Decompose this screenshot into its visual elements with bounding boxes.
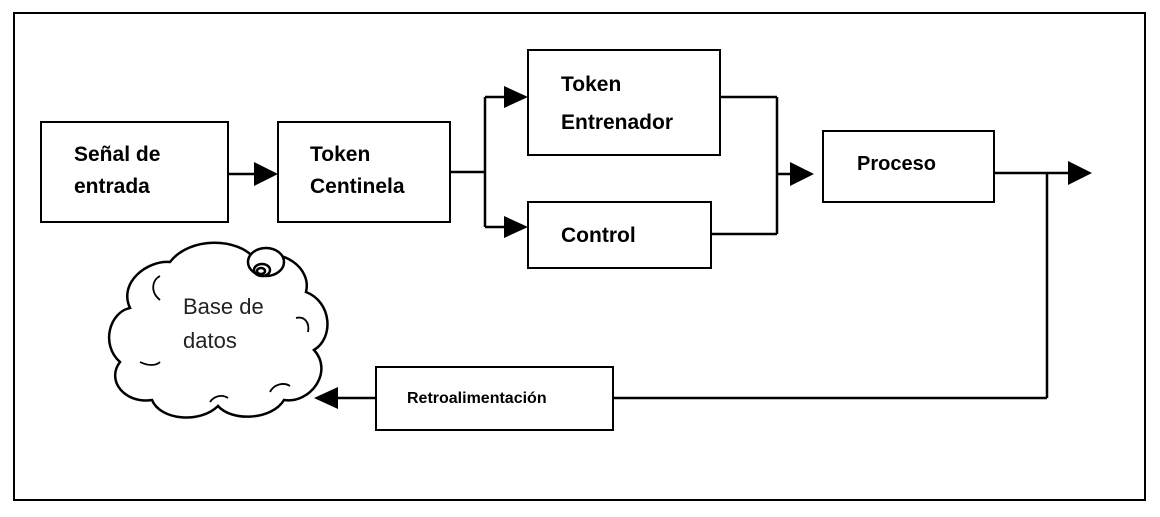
input-signal-label-line2: entrada: [74, 175, 150, 198]
trainer-token-label-line2: Entrenador: [561, 111, 674, 134]
sentinel-token-label-line1: Token: [310, 143, 371, 166]
feedback-box: Retroalimentación: [375, 366, 614, 431]
database-label-line1: Base de: [183, 294, 264, 319]
input-signal-box: Señal de entrada: [40, 121, 229, 223]
process-box: Proceso: [822, 130, 995, 203]
sentinel-token-label-line2: Centinela: [310, 175, 405, 198]
arrowhead-control: [504, 216, 528, 238]
database-label: Base de datos: [183, 290, 264, 358]
arrowhead-trainer: [504, 86, 528, 108]
trainer-token-label: Token Entrenador: [561, 66, 673, 142]
sentinel-token-label: Token Centinela: [310, 139, 405, 203]
arrowhead-process: [790, 162, 814, 186]
diagram-frame: [13, 12, 1146, 501]
database-cloud-icon: [108, 241, 329, 419]
sentinel-token-box: Token Centinela: [277, 121, 451, 223]
arrowhead-sentinel: [254, 162, 278, 186]
control-label: Control: [561, 224, 636, 247]
database-label-line2: datos: [183, 328, 237, 353]
feedback-label: Retroalimentación: [407, 390, 547, 407]
input-signal-label-line1: Señal de: [74, 143, 161, 166]
arrowhead-database: [314, 387, 338, 409]
trainer-token-label-line1: Token: [561, 73, 622, 96]
process-label: Proceso: [857, 153, 936, 175]
trainer-token-box: Token Entrenador: [527, 49, 721, 156]
input-signal-label: Señal de entrada: [74, 139, 160, 203]
control-box: Control: [527, 201, 712, 269]
arrowhead-output: [1068, 161, 1092, 185]
